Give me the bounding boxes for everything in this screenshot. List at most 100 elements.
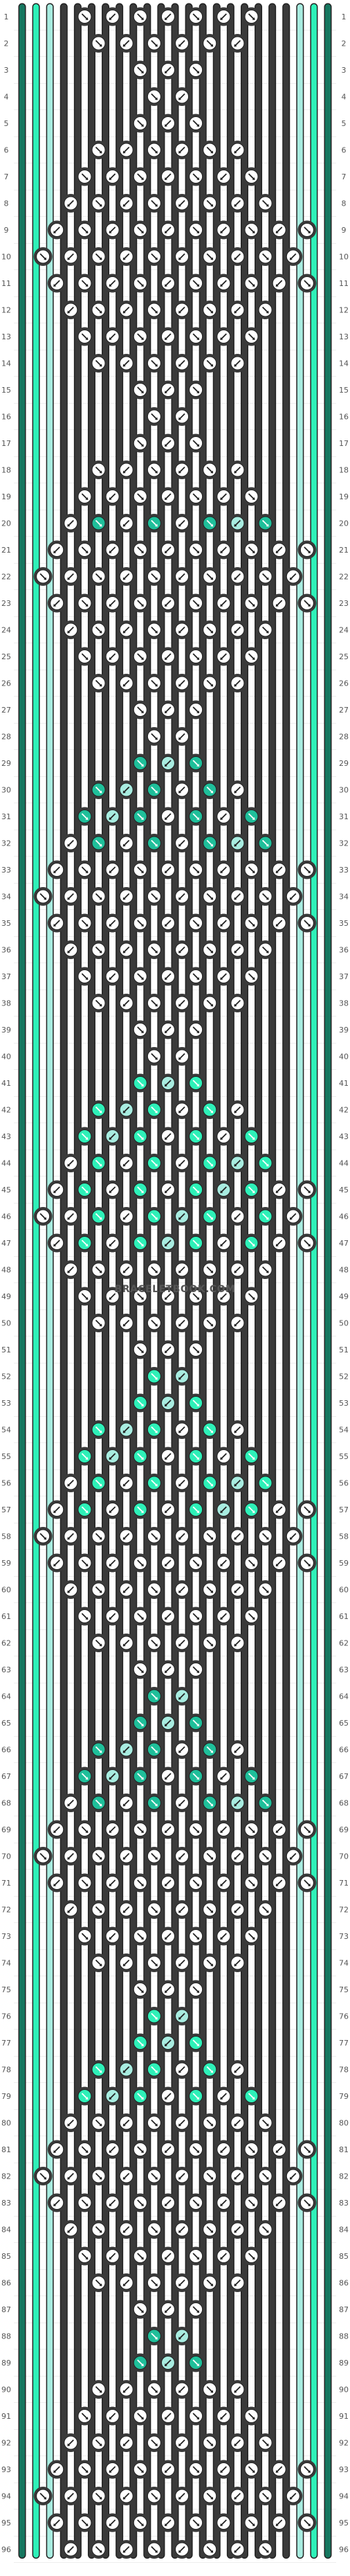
knot-arrowhead [196,2150,200,2153]
knot-arrow [81,1506,89,1513]
knot-arrowhead [109,551,112,553]
knot-arrow [151,946,158,954]
knot-arrow [165,1613,172,1620]
knot-arrowhead [109,2257,112,2260]
knot-arrow [192,1879,199,1886]
knot-arrow [53,1240,60,1246]
knot-arrow [123,1213,130,1220]
knot-arrowhead [252,2097,255,2100]
row-number-right: 32 [339,839,349,848]
knot-arrowhead [154,2123,158,2127]
knot-arrow [95,39,102,47]
knot-arrow [123,306,130,314]
knot-arrowhead [44,2496,47,2500]
knot-arrowhead [266,1590,269,1593]
row-number-right: 51 [339,1345,349,1354]
knot-arrow [276,1879,283,1886]
knot-arrowhead [234,1803,237,1807]
knot-arrowhead [210,1963,214,1967]
knot-arrow [178,253,185,260]
row-number-left: 33 [1,866,11,875]
knot-arrowhead [154,1483,158,1487]
row-number-left: 67 [1,1772,11,1781]
knot-arrowhead [122,2123,126,2127]
knot-arrow [220,2146,227,2153]
knot-arrow [248,920,255,927]
knot-arrowhead [252,1190,255,1193]
knot-arrow [151,253,158,260]
knot-arrowhead [234,310,237,314]
knot-arrow [165,546,172,553]
row-number-left: 22 [1,573,11,582]
row-number-left: 24 [1,626,11,635]
knot-arrowhead [252,2523,255,2526]
knot-arrow [67,2119,74,2127]
knot-arrowhead [140,2470,144,2473]
knot-arrowhead [67,1803,71,1807]
knot-arrowhead [234,1217,237,1220]
knot-arrowhead [164,1350,167,1353]
knot-arrow [151,2386,158,2393]
knot-arrow [290,253,297,260]
knot-arrow [137,1399,144,1406]
knot-arrowhead [99,524,102,527]
knot-arrowhead [210,1270,214,1273]
knot-arrowhead [220,17,223,20]
knot-arrow [248,866,255,873]
knot-arrowhead [99,364,102,367]
knot-arrowhead [85,604,89,607]
knot-arrow [248,1613,255,1620]
knot-arrowhead [164,551,167,553]
knot-arrow [151,2012,158,2020]
knot-arrow [234,1586,241,1593]
knot-arrow [290,573,297,580]
knot-arrow [220,1453,227,1460]
knot-arrowhead [234,2496,237,2500]
knot-arrow [234,1906,241,1913]
row-number-right: 5 [342,119,347,128]
knot-arrowhead [85,977,89,980]
knot-arrow [95,679,102,687]
knot-arrow [81,866,89,873]
knot-arrowhead [85,1564,89,1566]
knot-arrowhead [122,630,126,634]
knot-arrowhead [196,1297,200,1300]
knot-arrowhead [122,950,126,954]
knot-arrowhead [140,870,144,873]
knot-arrowhead [266,897,269,900]
knot-arrow [151,1586,158,1593]
knot-arrow [95,999,102,1007]
knot-arrowhead [196,1404,200,1406]
knot-arrow [248,653,255,660]
knot-arrow [192,2146,199,2153]
knot-arrowhead [234,470,237,474]
row-number-left: 57 [1,1505,11,1514]
knot-arrow [290,893,297,900]
knot-arrowhead [164,2417,167,2420]
knot-arrow [109,2199,116,2206]
knot-arrow [192,440,199,447]
knot-arrow [123,626,130,634]
knot-arrowhead [178,44,182,47]
knot-arrowhead [122,1270,126,1273]
knot-arrowhead [252,1564,255,1566]
knot-arrowhead [53,604,57,607]
knot-arrowhead [266,310,269,314]
knot-arrowhead [109,2417,112,2420]
knot-arrow [123,1159,130,1167]
knot-arrowhead [252,2417,255,2420]
knot-arrowhead [122,1643,126,1647]
knot-arrow [248,1133,255,1140]
knot-arrow [123,2492,130,2500]
knot-arrow [192,1986,199,1993]
knot-arrowhead [266,630,269,634]
row-number-right: 35 [339,919,349,928]
row-number-left: 13 [1,332,11,341]
knot-arrowhead [164,1404,167,1406]
row-number-right: 18 [339,466,349,475]
knot-arrowhead [122,257,126,260]
knot-arrow [192,973,199,980]
knot-arrow [137,2359,144,2366]
knot-arrow [248,1773,255,1780]
knot-arrowhead [275,1564,279,1566]
